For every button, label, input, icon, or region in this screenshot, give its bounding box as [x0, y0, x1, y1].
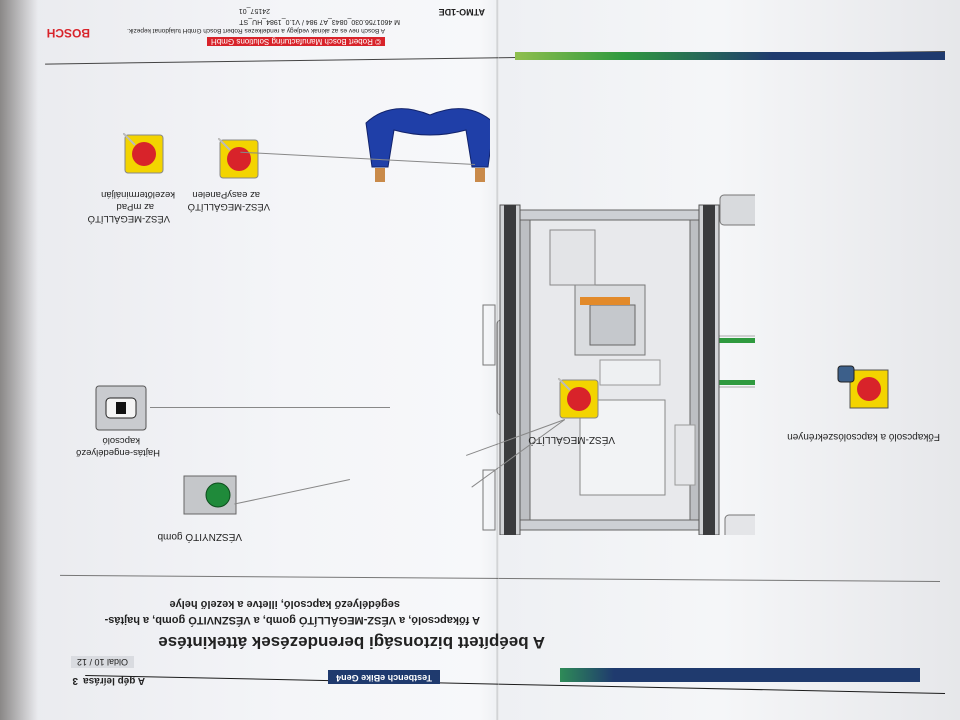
drive-enable-label-1: Hajtás-engedélyező — [76, 447, 160, 458]
estop-frame-icon — [558, 378, 599, 419]
reset-button-icon — [183, 475, 237, 515]
revision: 24157_01 — [238, 7, 270, 14]
main-switch-icon — [837, 365, 889, 409]
estop-mpad-label-2: az mPad — [116, 201, 155, 212]
page-number: Oldal 10 / 12 — [70, 656, 134, 668]
estop-mpad-label-1: VÉSZ-MEGÁLLÍTÓ — [87, 213, 170, 224]
model-code: ATMO-1DE — [438, 7, 485, 17]
reset-button-label: VÉSZNYITÓ gomb — [157, 531, 242, 542]
drive-enable-label-2: kapcsoló — [102, 435, 141, 446]
drive-enable-switch-icon — [95, 385, 147, 431]
estop-easypanel-label-1: VÉSZ-MEGÁLLÍTÓ — [187, 201, 270, 212]
leader-drive-enable — [150, 407, 390, 408]
section-number: 3 — [72, 675, 78, 686]
bosch-logo: BOSCH — [46, 26, 90, 40]
two-hand-handle-icon — [365, 108, 490, 182]
doc-code: M 4601756.030_0843_A7 984 / V1.0_1984_HU… — [239, 18, 400, 25]
estop-easypanel-icon — [218, 138, 259, 179]
estop-mpad-icon — [123, 133, 164, 174]
product-bar: Testbench eBike Gen4 — [328, 670, 440, 684]
subtitle-line-1: A főkapcsoló, a VÉSZ-MEGÁLLÍTÓ gomb, a V… — [104, 614, 480, 626]
page-title: A beépített biztonsági berendezések átte… — [158, 633, 545, 652]
subtitle-line-2: segédélyező kapcsoló, illetve a kezelő h… — [169, 598, 400, 610]
main-switch-label: Főkapcsoló a kapcsolószekrényen — [787, 431, 940, 442]
section-label: A gép leírása — [83, 675, 145, 686]
test-bench-illustration — [482, 194, 755, 535]
footer-band — [560, 668, 920, 682]
estop-easypanel-label-2: az easyPanelen — [192, 189, 260, 200]
paper-edge-shadow — [0, 0, 38, 720]
company-line: © Robert Bosch Manufacturing Solutions G… — [207, 37, 385, 46]
paper-fold — [496, 0, 499, 720]
estop-mpad-label-3: kezelőterminálján — [101, 189, 175, 200]
rights-note: A Bosch nev es az akinak vedjegy a rende… — [127, 27, 385, 34]
title-rule — [60, 574, 941, 582]
header-color-band — [515, 52, 945, 60]
